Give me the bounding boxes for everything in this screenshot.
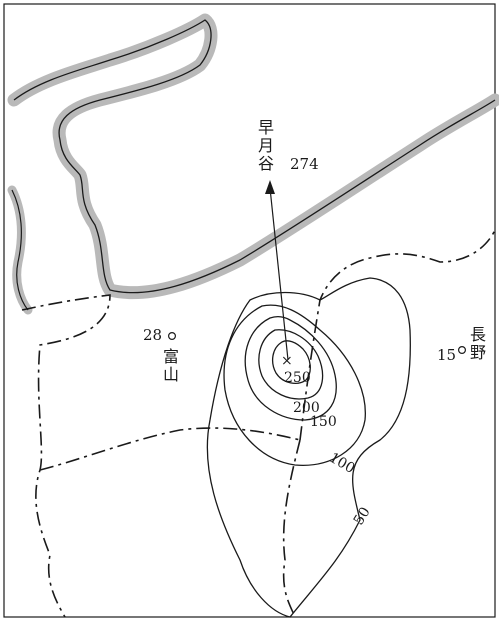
- map-frame: [3, 3, 496, 618]
- contour-150: [244, 316, 337, 421]
- station-name-char: 長: [470, 325, 486, 344]
- contour-50: [206, 277, 411, 618]
- pointer-arrow-line: [269, 187, 289, 361]
- station-name-char: 山: [163, 365, 179, 384]
- prefecture-boundaries: [21, 229, 496, 618]
- pointer-arrow-head: [265, 180, 275, 194]
- contour-250: [271, 340, 311, 384]
- max-marker: ×: [281, 353, 293, 369]
- isohyet-contours: [206, 277, 411, 618]
- contour-label-250: 250: [284, 370, 311, 386]
- station-name-char: 野: [470, 343, 486, 362]
- contour-label-150: 150: [310, 414, 337, 430]
- station-marker: [168, 332, 177, 341]
- station-value: 28: [143, 326, 162, 344]
- station-nagano: 15 長 野: [437, 325, 486, 364]
- station-name-char: 月: [258, 136, 274, 155]
- station-toyama: 28 富 山: [143, 326, 179, 384]
- station-name-char: 谷: [258, 154, 274, 173]
- boundary-east: [299, 229, 496, 441]
- boundary-southeast: [282, 439, 301, 618]
- station-value: 274: [290, 155, 319, 173]
- contour-200: [258, 329, 324, 400]
- left-coast-edge: [11, 189, 29, 311]
- station-hayatsukidani: 早 月 谷 274: [258, 118, 319, 173]
- coastline-inner-edge: [13, 19, 496, 294]
- boundary-west: [21, 294, 111, 618]
- boundary-center: [39, 427, 301, 471]
- station-value: 15: [437, 346, 456, 364]
- station-name-char: 早: [258, 118, 274, 137]
- contour-label-200: 200: [293, 400, 320, 416]
- contour-label-50: 50: [351, 504, 374, 528]
- station-name-char: 富: [163, 347, 179, 366]
- contour-100: [223, 304, 366, 466]
- station-marker: [458, 346, 467, 355]
